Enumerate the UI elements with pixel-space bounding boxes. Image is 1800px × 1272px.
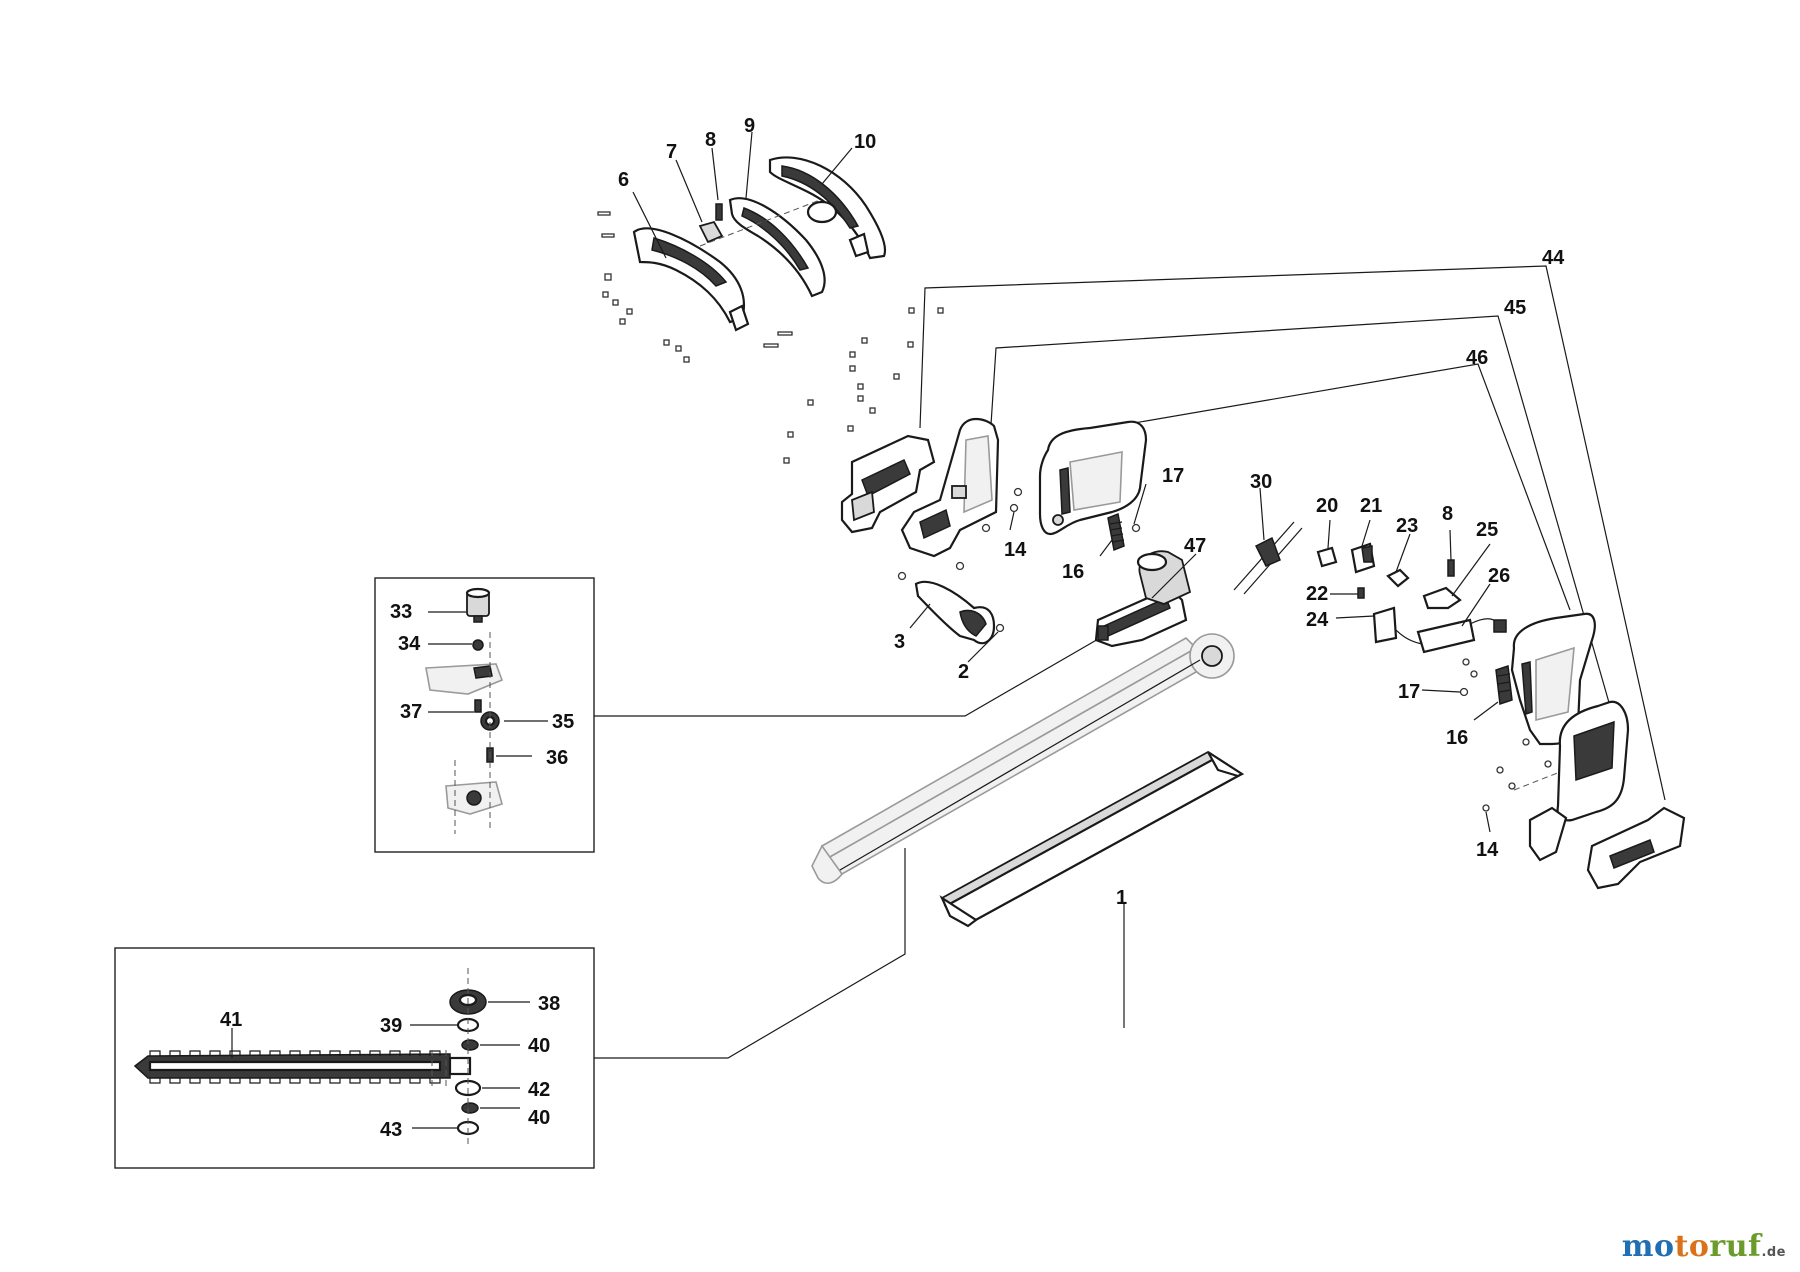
gear-housing-part <box>425 663 504 695</box>
right-assembly-axis <box>1513 771 1561 791</box>
label-part-17-left: 17 <box>1162 465 1184 487</box>
cable-part-30 <box>1233 521 1303 595</box>
label-part-8-top: 8 <box>705 129 716 151</box>
screw-misc-2 <box>1470 670 1478 678</box>
label-part-25: 25 <box>1476 519 1498 541</box>
brand-part-b: to <box>1674 1229 1710 1264</box>
label-part-43: 43 <box>380 1119 402 1141</box>
label-part-7: 7 <box>666 141 677 163</box>
label-part-20: 20 <box>1316 495 1338 517</box>
label-part-17-right: 17 <box>1398 681 1420 703</box>
side-cover-part-3 <box>914 580 996 645</box>
label-part-40-bottom: 40 <box>528 1107 550 1129</box>
label-part-23: 23 <box>1396 515 1418 537</box>
front-handle-part-6 <box>632 227 750 332</box>
lever-part-25 <box>1422 586 1462 610</box>
label-part-40-top: 40 <box>528 1035 550 1057</box>
inset-gearbox-parts <box>425 587 504 834</box>
label-part-36: 36 <box>546 747 568 769</box>
housing-part-46-left <box>1038 420 1148 536</box>
loose-screws-center <box>783 307 944 464</box>
gear-part-34 <box>472 639 484 651</box>
switch-part-20 <box>1316 546 1338 568</box>
label-part-47: 47 <box>1184 535 1206 557</box>
blade-part-41 <box>133 1050 472 1084</box>
brand-suffix: .de <box>1761 1245 1786 1260</box>
label-part-16-left: 16 <box>1062 561 1084 583</box>
screw-part-2 <box>995 623 1005 633</box>
housing-part-45-right <box>1528 700 1630 862</box>
loose-screws-left <box>597 211 793 363</box>
label-part-26: 26 <box>1488 565 1510 587</box>
spring-part-22 <box>1357 587 1365 599</box>
terminal-part-16-left <box>1107 512 1125 552</box>
inset-blade-parts <box>133 968 487 1148</box>
gear-cover-part <box>445 781 503 815</box>
brand-part-a: mo <box>1621 1229 1675 1264</box>
screw-part-17-right <box>1459 687 1469 697</box>
button-part-7 <box>698 220 724 244</box>
label-part-44-top: 44 <box>1542 247 1565 269</box>
handle-assembly-axis <box>699 199 821 247</box>
washer-part-40-bottom <box>461 1102 479 1114</box>
label-part-9: 9 <box>744 115 755 137</box>
label-part-41: 41 <box>220 1009 242 1031</box>
label-part-21: 21 <box>1360 495 1382 517</box>
blade-guard-part-1 <box>939 750 1245 928</box>
battery-connector-part-26 <box>1416 618 1507 654</box>
callout-labels: 6 7 8 9 10 44 45 46 17 14 16 47 30 20 21… <box>220 115 1565 1141</box>
switch-part-21 <box>1350 542 1376 574</box>
label-part-22: 22 <box>1306 583 1328 605</box>
blade-assembly-center <box>811 633 1235 885</box>
brand-watermark: motoruf.de <box>1622 1229 1786 1264</box>
spring-part-8-top <box>715 203 723 221</box>
screw-misc-1 <box>1462 658 1470 666</box>
housing-part-44-left <box>840 434 936 534</box>
label-part-46-top: 46 <box>1466 347 1488 369</box>
label-part-30: 30 <box>1250 471 1272 493</box>
label-part-38: 38 <box>538 993 560 1015</box>
label-part-45-top: 45 <box>1504 297 1526 319</box>
pin-part-23 <box>1386 568 1410 588</box>
label-part-39: 39 <box>380 1015 402 1037</box>
label-part-34: 34 <box>398 633 421 655</box>
motor-gearbox-part-47 <box>1094 550 1192 648</box>
inset-blade-connector <box>594 848 906 1059</box>
housing-part-44-right <box>1586 806 1686 890</box>
label-part-10: 10 <box>854 131 876 153</box>
housing-part-45-left <box>900 417 1000 558</box>
handle-cover-part-10 <box>768 156 887 260</box>
callout-leaders <box>231 131 1499 1129</box>
spring-part-8-right <box>1447 559 1455 577</box>
label-part-24: 24 <box>1306 609 1329 631</box>
brand-part-c: ruf <box>1709 1229 1762 1264</box>
terminal-part-16-right <box>1495 664 1513 706</box>
label-part-6: 6 <box>618 169 629 191</box>
screws-right <box>1482 738 1552 812</box>
label-part-14-left: 14 <box>1004 539 1027 561</box>
label-part-35: 35 <box>552 711 574 733</box>
screw-part-37 <box>474 699 482 713</box>
label-part-1: 1 <box>1116 887 1127 909</box>
assembly-leaders <box>919 265 1666 801</box>
motor-part-33 <box>465 587 491 623</box>
inset-gearbox-connector <box>594 637 1101 717</box>
label-part-33: 33 <box>390 601 412 623</box>
label-part-8-right: 8 <box>1442 503 1453 525</box>
label-part-42: 42 <box>528 1079 550 1101</box>
label-part-37: 37 <box>400 701 422 723</box>
washer-part-40-top <box>461 1039 479 1051</box>
circuit-board-part-24 <box>1372 606 1441 646</box>
label-part-3: 3 <box>894 631 905 653</box>
label-part-14-right: 14 <box>1476 839 1499 861</box>
housing-part-46-right <box>1510 612 1596 746</box>
label-part-16-right: 16 <box>1446 727 1468 749</box>
label-part-2: 2 <box>958 661 969 683</box>
